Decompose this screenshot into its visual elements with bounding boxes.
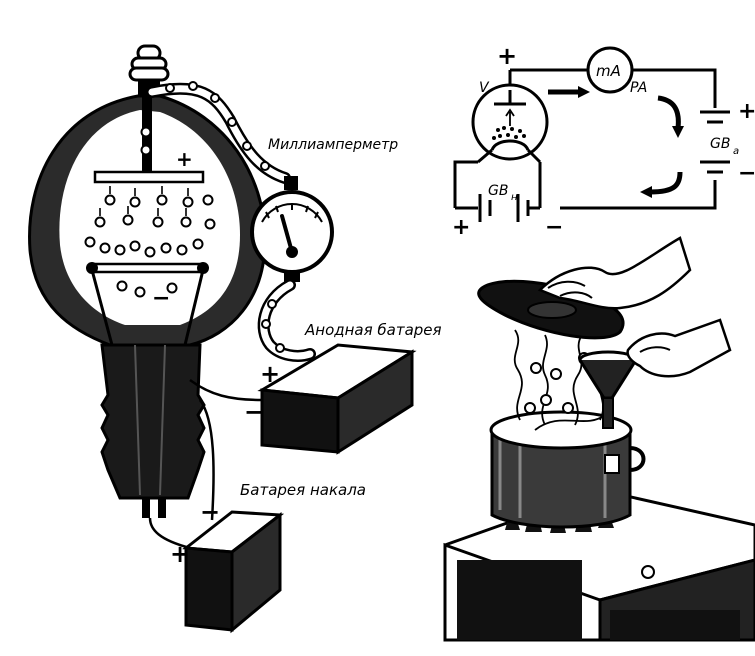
schematic-meter	[586, 46, 634, 94]
cathode-minus-sign: −	[152, 286, 170, 311]
anode-battery	[257, 343, 417, 455]
schematic-minus-bottom: −	[545, 215, 563, 240]
base-pin	[142, 498, 150, 518]
filament-battery-label: Батарея накала	[240, 481, 366, 499]
schematic-meter-ref: PA	[630, 80, 647, 96]
schematic-plus-right: +	[738, 99, 755, 124]
schematic-filament-battery-label: GB	[488, 183, 508, 199]
electron-arrows	[99, 116, 189, 216]
cathode-to-anode-battery-wire	[189, 378, 263, 402]
hand-holding-lid	[537, 236, 692, 310]
schematic-plus-top: +	[497, 42, 517, 70]
filament-battery-plus: +	[170, 540, 190, 568]
anode-plate	[93, 170, 205, 184]
vacuum-tube-drawing: + −	[28, 44, 267, 518]
schematic-anode-battery-sub: a	[733, 146, 739, 157]
steam-particles	[524, 352, 590, 414]
circuit-schematic	[453, 46, 730, 222]
tube-base	[100, 343, 206, 500]
filament-supports	[90, 269, 205, 346]
milliammeter-label: Миллиамперметр	[268, 137, 398, 153]
filament-wire-b	[148, 517, 191, 550]
anode-battery-plus: +	[260, 360, 280, 388]
anode-battery-label: Анодная батарея	[304, 321, 442, 339]
electron-cloud	[84, 126, 216, 298]
anode-battery-minus: −	[244, 398, 264, 426]
filament-wire-a	[198, 399, 215, 521]
milliammeter-drawing	[250, 176, 334, 282]
schematic-anode-battery-label: GB	[710, 136, 730, 152]
schematic-electrons	[492, 126, 526, 140]
tube-tip	[128, 44, 170, 96]
filament-battery	[182, 510, 285, 634]
cooking-pot	[489, 410, 646, 529]
hand-holding-funnel	[626, 318, 732, 378]
schematic-meter-label: mA	[596, 62, 621, 80]
boiling-pot-analogy	[443, 236, 755, 642]
schematic-tube-label: V	[479, 80, 490, 96]
filament-battery-minus: −	[200, 498, 220, 526]
schematic-filament-battery-sub: н	[511, 192, 518, 203]
funnel	[578, 350, 638, 429]
anode-plus-sign: +	[176, 147, 193, 171]
cathode-filament	[88, 262, 207, 274]
wire-electrons	[165, 81, 270, 171]
schematic-minus-right: −	[738, 161, 755, 186]
schematic-plus-bottom-left: +	[452, 215, 470, 240]
